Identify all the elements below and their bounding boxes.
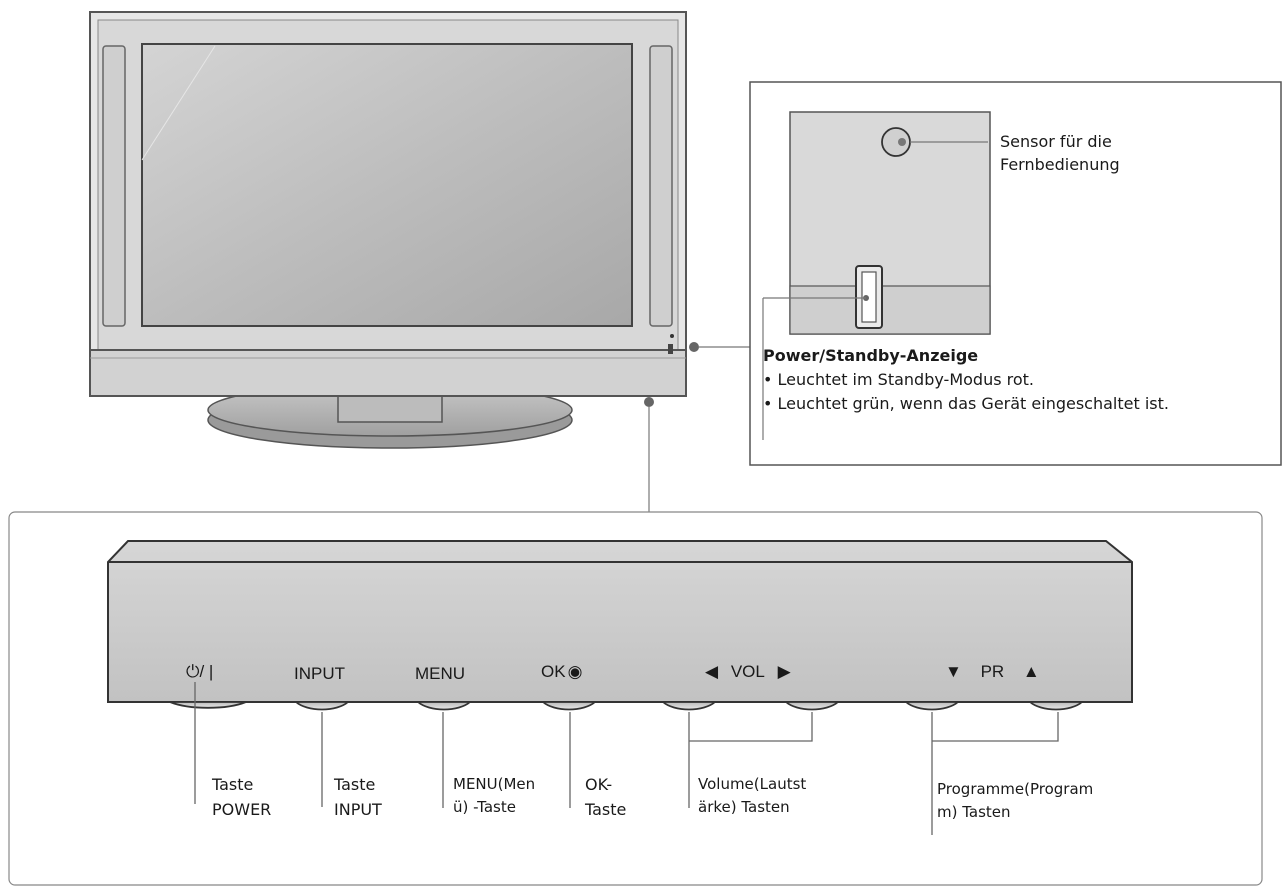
vol-left-arrow-icon: ◀ xyxy=(705,662,719,681)
menu-button[interactable] xyxy=(415,701,473,711)
power-symbol-label: ⏻/ | xyxy=(186,662,214,681)
tv-bottom-bar xyxy=(89,349,687,397)
ok-circle-icon: ◉ xyxy=(567,662,583,681)
leader-lines xyxy=(194,682,1059,835)
vol-up-button[interactable] xyxy=(783,701,841,711)
input-button[interactable] xyxy=(293,701,351,711)
programme-label-line2: m) Tasten xyxy=(937,803,1011,822)
menu-label-line1: MENU(Men xyxy=(453,775,536,793)
programme-label-line1: Programme(Program xyxy=(937,780,1094,798)
input-label-line2: INPUT xyxy=(334,799,382,819)
pr-text: PR xyxy=(980,662,1005,681)
power-label-line1: Taste xyxy=(212,775,254,794)
tv-sensor-dot xyxy=(670,334,674,338)
programme-buttons-label: Programme(Program m) Tasten xyxy=(937,778,1093,825)
volume-label-line1: Volume(Lautst xyxy=(698,775,807,793)
menu-button-label: MENU(Men ü) -Taste xyxy=(453,773,535,820)
pr-up-button[interactable] xyxy=(1027,701,1085,711)
left-speaker xyxy=(102,45,126,327)
ok-label-line1: OK- xyxy=(585,775,613,794)
tv-screen xyxy=(141,43,633,327)
power-indicator-bullet-2: • Leuchtet grün, wenn das Gerät eingesch… xyxy=(763,394,1169,413)
power-indicator-callout: Power/Standby-Anzeige • Leuchtet im Stan… xyxy=(763,344,1169,416)
ok-button[interactable] xyxy=(540,701,598,711)
tv-illustration xyxy=(89,11,750,512)
vol-down-button[interactable] xyxy=(660,701,718,711)
ok-text: OK xyxy=(541,662,566,681)
power-button[interactable] xyxy=(169,701,247,709)
ok-label-line2: Taste xyxy=(585,799,627,819)
sensor-label-line1: Sensor für die xyxy=(1000,132,1112,151)
ok-button-label: OK- Taste xyxy=(585,773,626,823)
detail-box xyxy=(749,81,1282,466)
menu-control-label: MENU xyxy=(415,664,466,683)
input-label-line1: Taste xyxy=(334,775,376,794)
led-connector-dot xyxy=(689,342,699,352)
power-button-label: Taste POWER xyxy=(212,773,271,823)
ok-control-label: OK◉ xyxy=(541,662,582,682)
power-label-line2: POWER xyxy=(212,799,272,819)
tv-led-indicator xyxy=(668,344,673,354)
vol-text: VOL xyxy=(730,662,765,681)
sensor-label-line2: Fernbedienung xyxy=(1000,155,1120,175)
pr-control-label: ▼ PR ▲ xyxy=(945,662,1040,682)
volume-buttons-label: Volume(Lautst ärke) Tasten xyxy=(698,773,806,820)
pr-down-arrow-icon: ▼ xyxy=(945,662,962,681)
vol-right-arrow-icon: ▶ xyxy=(777,662,791,681)
control-panel-box xyxy=(8,511,1263,886)
input-button-label: Taste INPUT xyxy=(334,773,382,823)
right-speaker xyxy=(649,45,673,327)
power-indicator-bullet-1: • Leuchtet im Standby-Modus rot. xyxy=(763,370,1035,389)
pr-down-button[interactable] xyxy=(903,701,961,711)
panel-connector-dot xyxy=(644,397,654,407)
sensor-label: Sensor für die Fernbedienung xyxy=(1000,130,1120,176)
volume-label-line2: ärke) Tasten xyxy=(698,798,790,817)
menu-label-line2: ü) -Taste xyxy=(453,798,516,817)
pr-up-arrow-icon: ▲ xyxy=(1022,662,1040,681)
input-control-label: INPUT xyxy=(294,664,345,683)
power-indicator-title: Power/Standby-Anzeige xyxy=(763,346,979,365)
vol-control-label: ◀ VOL ▶ xyxy=(705,662,791,682)
